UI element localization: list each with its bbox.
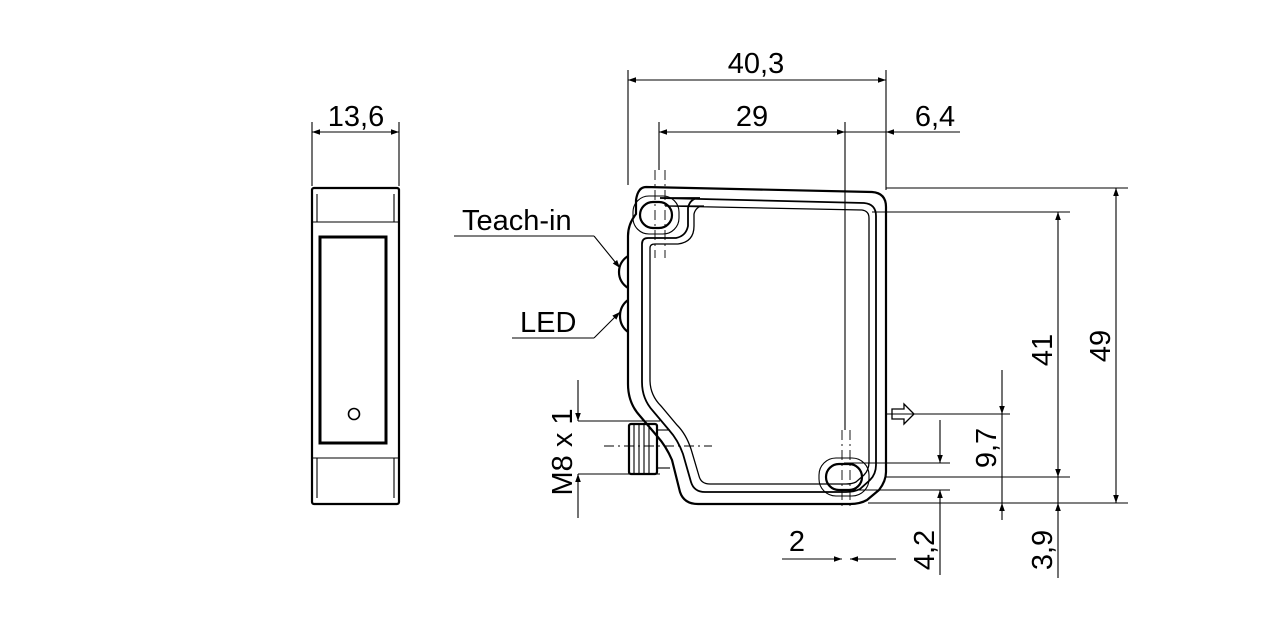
dim-label-right-offset: 6,4 — [915, 101, 955, 133]
dim-connector: M8 x 1 — [547, 380, 660, 518]
dim-side-width: 13,6 — [311, 101, 400, 186]
dim-label-connector: M8 x 1 — [547, 408, 579, 495]
callout-led: LED — [512, 307, 621, 339]
callout-teach-in: Teach-in — [454, 205, 621, 269]
dim-label-side-width: 13,6 — [328, 101, 384, 133]
side-view — [310, 186, 401, 506]
dim-label-bottom-offset: 3,9 — [1027, 530, 1059, 570]
front-view — [604, 170, 1010, 510]
dim-right-offset: 6,4 — [845, 101, 960, 135]
dim-hole-height: 4,2 — [844, 420, 950, 575]
dim-label-hole-offset: 2 — [789, 526, 805, 558]
dim-label-optical-axis: 9,7 — [971, 428, 1003, 468]
teach-in-button — [617, 255, 629, 289]
dim-label-overall-height: 49 — [1085, 330, 1117, 362]
dim-optical-axis: 9,7 — [971, 370, 1005, 520]
dim-label-overall-width: 40,3 — [728, 48, 784, 80]
dim-bottom-offset: 3,9 — [1027, 477, 1061, 578]
callout-label-teach-in: Teach-in — [462, 205, 572, 237]
dim-overall-width: 40,3 — [627, 48, 887, 190]
callout-label-led: LED — [520, 307, 576, 339]
led-window — [618, 299, 629, 333]
dim-hole-offset: 2 — [782, 526, 896, 562]
dim-label-hole-height: 4,2 — [909, 530, 941, 570]
dim-heights: 41 49 — [868, 187, 1128, 504]
side-led-indicator — [347, 407, 361, 421]
dim-label-inner-height: 41 — [1027, 334, 1059, 366]
m8-connector — [604, 422, 712, 476]
optical-axis-arrow — [891, 402, 915, 426]
dim-hole-spacing: 29 — [658, 101, 846, 430]
dim-label-hole-spacing: 29 — [736, 101, 768, 133]
